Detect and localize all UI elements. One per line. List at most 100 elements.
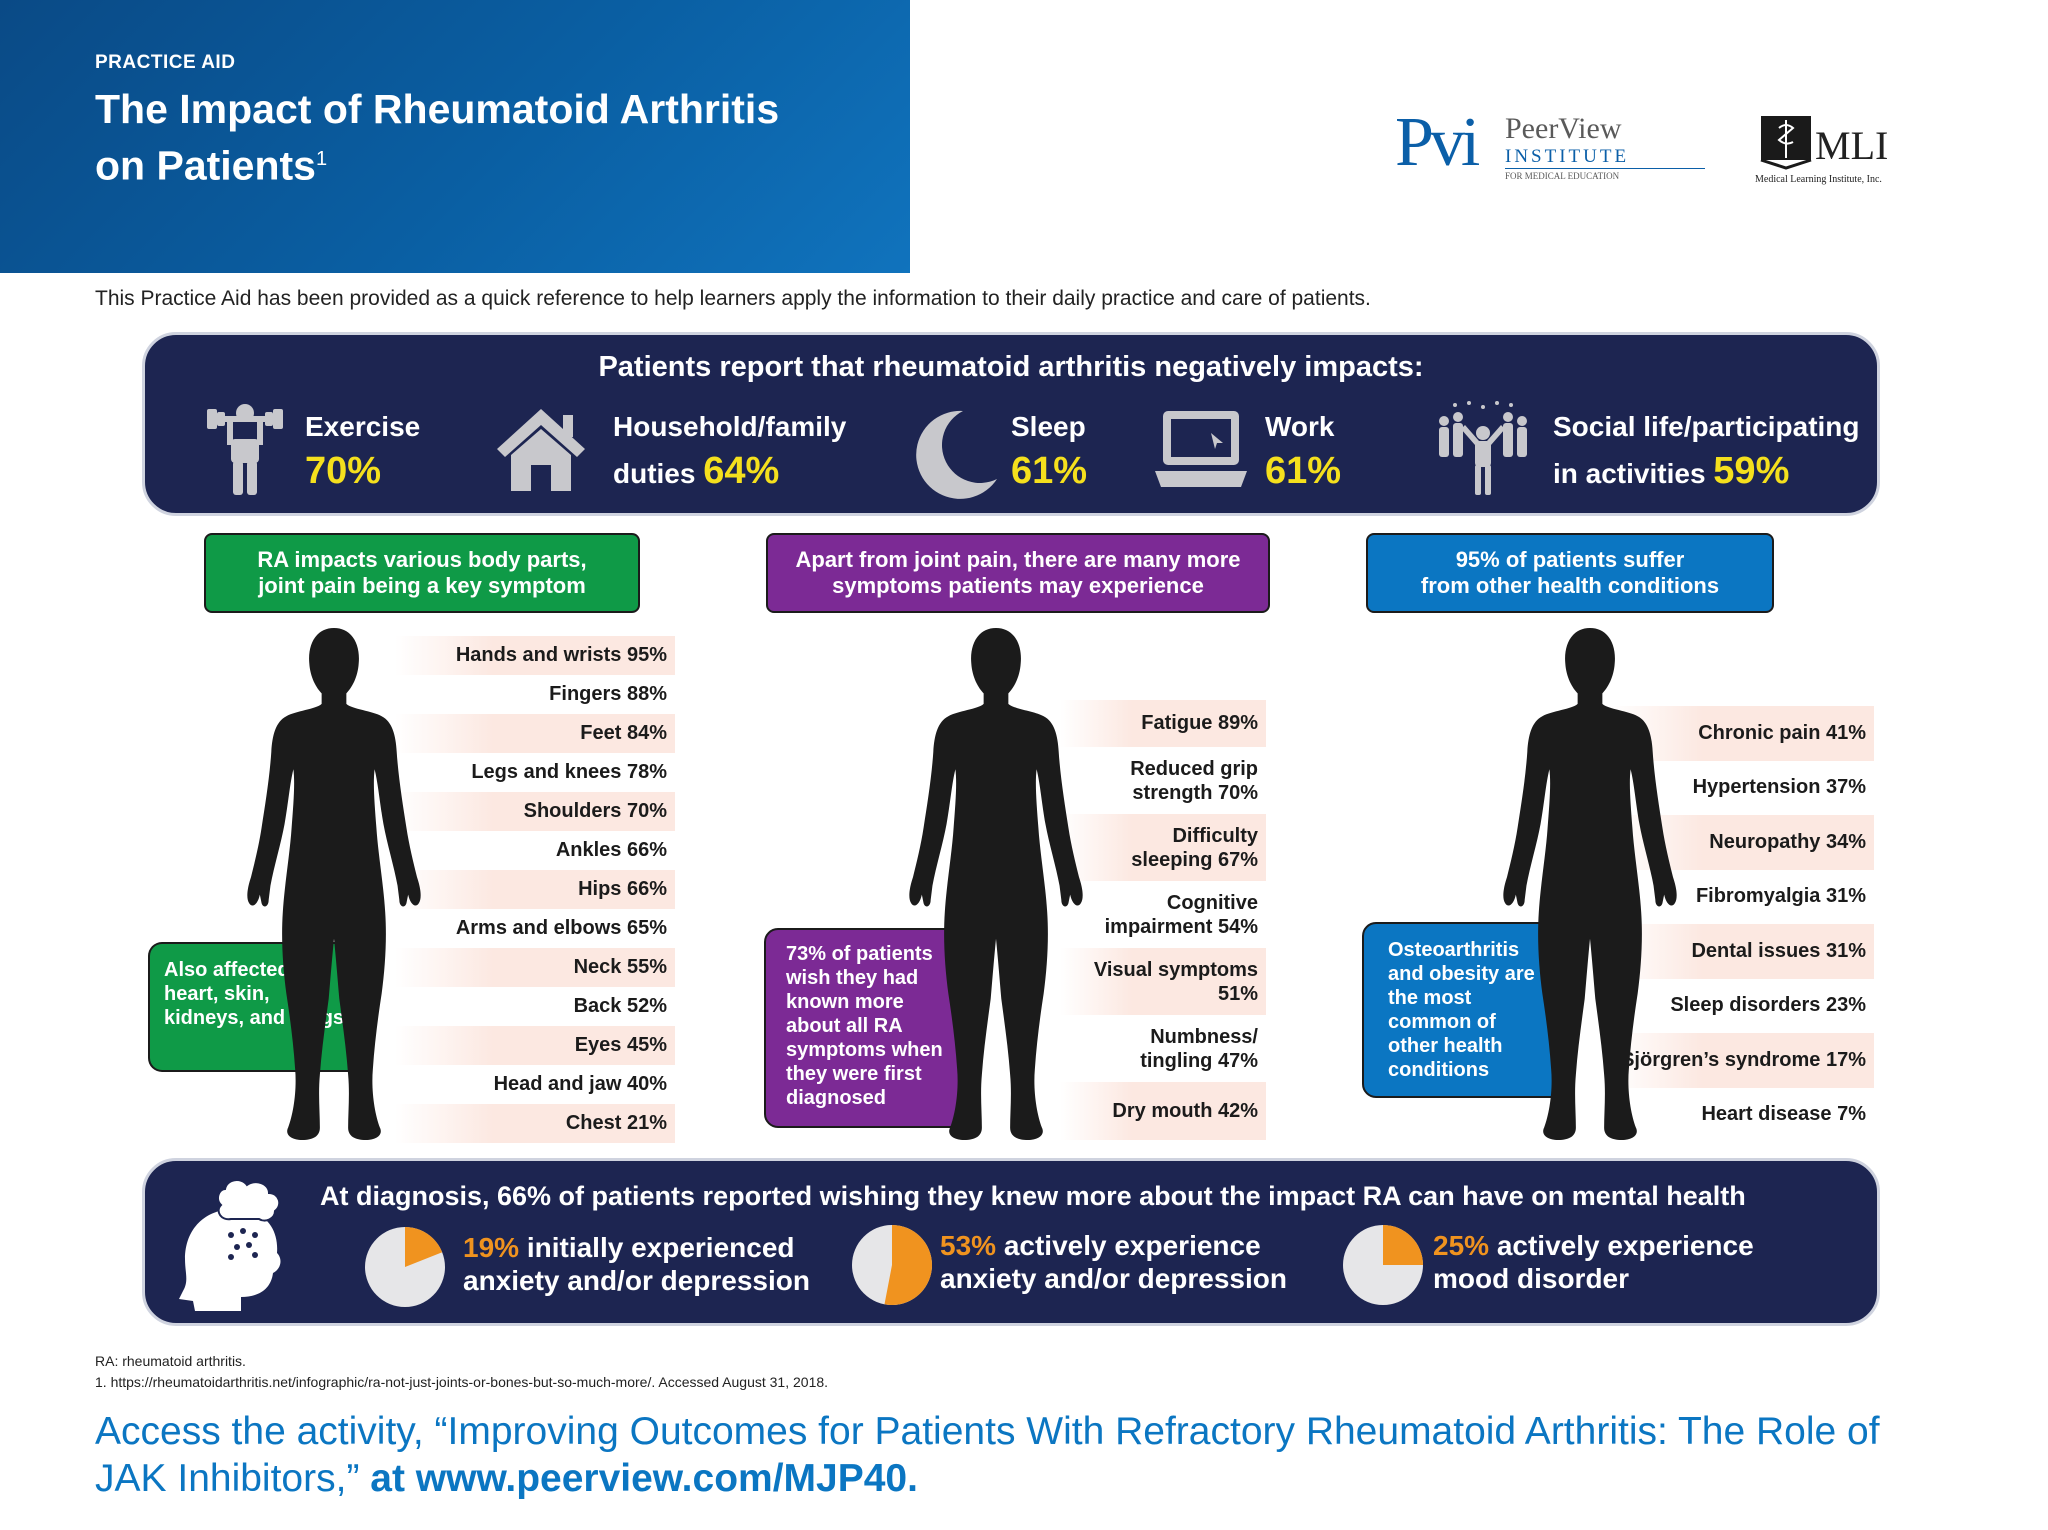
impact-social-label-2: in activities	[1553, 458, 1706, 489]
body-part-row: Back 52%	[573, 995, 667, 1017]
symptom-text: Visual symptoms	[1093, 958, 1258, 981]
conditions-note: Osteoarthritis and obesity are the most …	[1362, 922, 1572, 1098]
body-part-row: Hands and wrists 95%	[395, 636, 675, 675]
body-parts-title-2: joint pain being a key symptom	[258, 573, 586, 598]
mh-pct: 19%	[463, 1232, 520, 1263]
pvi-tagline: FOR MEDICAL EDUCATION	[1505, 171, 1620, 181]
symptom-text-2: sleeping 67%	[1131, 848, 1258, 871]
mh-mood-disorder: 25% actively experience mood disorder	[1433, 1229, 1754, 1295]
mh-pct: 25%	[1433, 1230, 1490, 1261]
impact-exercise-pct: 70%	[305, 450, 382, 492]
impact-sleep-pct: 61%	[1011, 450, 1088, 492]
symptom-row: Numbness/tingling 47%	[1060, 1015, 1266, 1082]
mh-text-2: anxiety and/or depression	[940, 1263, 1287, 1294]
cta-text-2: JAK Inhibitors,”	[95, 1457, 371, 1500]
house-icon	[497, 409, 585, 491]
mli-book-icon	[1760, 116, 1812, 170]
pie-slice	[884, 1225, 932, 1305]
impact-social-pct: 59%	[1713, 450, 1790, 492]
impact-sleep: Sleep 61%	[1011, 405, 1087, 493]
mh-text-2: mood disorder	[1433, 1263, 1630, 1294]
pie-mood-disorder	[1343, 1225, 1423, 1305]
mh-pct: 53%	[940, 1230, 997, 1261]
body-parts-header: RA impacts various body parts,joint pain…	[204, 533, 640, 613]
body-part-row: Fingers 88%	[549, 683, 667, 705]
condition-row: Fibromyalgia 31%	[1695, 885, 1866, 908]
body-part-row: Hips 66%	[395, 870, 675, 909]
symptom-text-2: impairment 54%	[1104, 915, 1258, 938]
impact-exercise-label: Exercise	[305, 411, 421, 442]
cta-link[interactable]: at www.peerview.com/MJP40.	[370, 1457, 918, 1500]
body-part-row: Ankles 66%	[555, 839, 667, 861]
symptom-text: Fatigue 89%	[1141, 712, 1258, 734]
title-line-1: The Impact of Rheumatoid Arthritis	[95, 86, 780, 132]
symptoms-header: Apart from joint pain, there are many mo…	[766, 533, 1270, 613]
also-affected-note: Also affected: heart, skin, kidneys, and…	[148, 942, 368, 1072]
mli-name: MLI	[1815, 123, 1889, 168]
body-parts-title-1: RA impacts various body parts,	[257, 547, 587, 572]
impacts-banner: Patients report that rheumatoid arthriti…	[142, 332, 1880, 516]
footnote-abbreviation: RA: rheumatoid arthritis.	[95, 1353, 246, 1369]
symptoms-note: 73% of patients wish they had known more…	[764, 928, 974, 1128]
title-line-2: on Patients	[95, 142, 316, 189]
condition-row: Sleep disorders 23%	[1670, 994, 1866, 1017]
body-part-row: Legs and knees 78%	[471, 761, 667, 783]
mh-anxiety-active: 53% actively experience anxiety and/or d…	[940, 1229, 1287, 1295]
symptom-text: Cognitive	[1166, 891, 1258, 914]
head-raincloud-icon	[179, 1179, 281, 1311]
mli-tagline: Medical Learning Institute, Inc.	[1755, 174, 1882, 185]
symptoms-title-2: symptoms patients may experience	[832, 573, 1204, 598]
impact-household-label-2: duties	[613, 458, 696, 489]
pie-slice	[405, 1227, 443, 1267]
pie-anxiety-active	[852, 1225, 932, 1305]
impact-household: Household/family duties 64%	[613, 405, 846, 496]
mh-text-2: anxiety and/or depression	[463, 1265, 810, 1296]
page-title: The Impact of Rheumatoid Arthritis on Pa…	[95, 84, 855, 191]
title-footnote-mark: 1	[315, 148, 328, 170]
mental-health-banner: At diagnosis, 66% of patients reported w…	[142, 1158, 1880, 1326]
mh-text: initially experienced	[519, 1232, 795, 1263]
body-part-row: Eyes 45%	[395, 1026, 675, 1065]
moon-icon	[916, 410, 997, 499]
pvi-mark: Pvi	[1395, 104, 1480, 181]
body-silhouette-1	[247, 628, 421, 1140]
dumbbell-person-icon	[207, 404, 283, 495]
impacts-title: Patients report that rheumatoid arthriti…	[598, 351, 1424, 383]
pvi-name: PeerView	[1505, 112, 1622, 145]
conditions-title-2: from other health conditions	[1420, 573, 1720, 598]
impact-sleep-label: Sleep	[1011, 411, 1086, 442]
mental-health-title: At diagnosis, 66% of patients reported w…	[320, 1181, 1746, 1211]
symptom-text: Dry mouth 42%	[1112, 1099, 1258, 1122]
header-banner: PRACTICE AID The Impact of Rheumatoid Ar…	[0, 0, 910, 273]
symptom-text-2: tingling 47%	[1140, 1049, 1258, 1072]
symptom-text: Difficulty	[1172, 824, 1258, 847]
symptom-text: Reduced grip	[1130, 757, 1258, 780]
body-part-row: Feet 84%	[395, 714, 675, 753]
mh-text: actively experience	[996, 1230, 1261, 1261]
symptom-text: Numbness/	[1150, 1025, 1258, 1048]
impact-work: Work 61%	[1265, 405, 1341, 493]
impact-exercise: Exercise 70%	[305, 405, 420, 493]
condition-row: Hypertension 37%	[1692, 776, 1866, 799]
conditions-title-1: 95% of patients suffer	[1455, 547, 1685, 572]
symptom-text-2: 51%	[1217, 982, 1258, 1005]
impact-social-label: Social life/participating	[1553, 411, 1860, 442]
body-silhouette-3	[1503, 628, 1677, 1140]
body-silhouette-2	[909, 628, 1083, 1140]
mh-text: actively experience	[1489, 1230, 1754, 1261]
body-part-row: Shoulders 70%	[395, 792, 675, 831]
body-parts-rows: Hands and wrists 95% Fingers 88% Feet 84…	[395, 636, 675, 1148]
impact-work-label: Work	[1265, 411, 1335, 442]
body-part-row: Neck 55%	[395, 948, 675, 987]
symptom-row: Fatigue 89%	[1060, 700, 1266, 747]
intro-text: This Practice Aid has been provided as a…	[95, 287, 1371, 310]
impact-household-label: Household/family	[613, 411, 847, 442]
symptom-row: Dry mouth 42%	[1060, 1082, 1266, 1140]
impact-work-pct: 61%	[1265, 450, 1342, 492]
practice-aid-label: PRACTICE AID	[95, 52, 236, 73]
